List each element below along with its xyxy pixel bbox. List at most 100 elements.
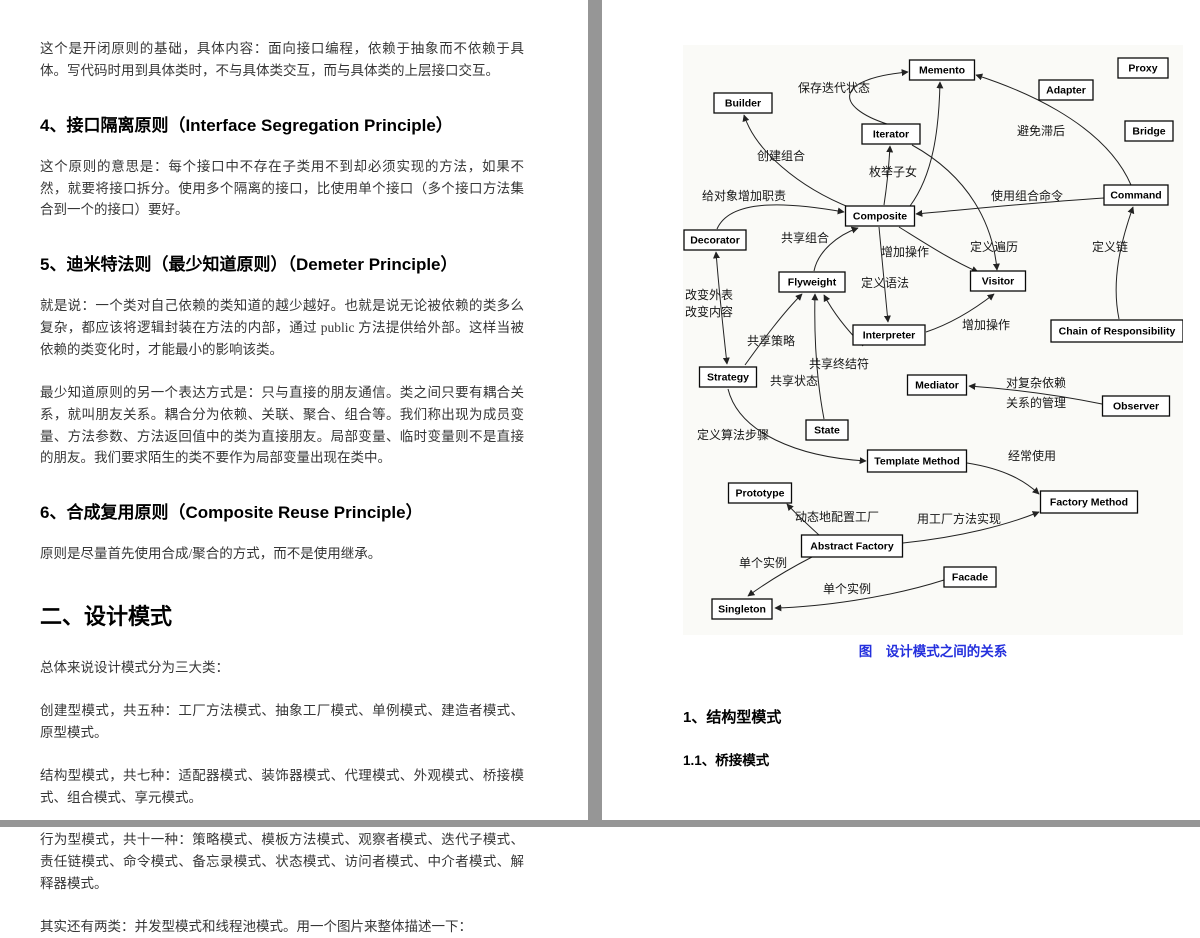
- svg-text:Factory Method: Factory Method: [1050, 497, 1128, 509]
- pattern-node-state: State: [805, 419, 849, 441]
- pattern-node-strategy: Strategy: [698, 366, 758, 388]
- svg-text:Template Method: Template Method: [874, 456, 960, 468]
- svg-text:Decorator: Decorator: [690, 235, 740, 247]
- diagram-edge: [883, 145, 894, 206]
- intro-paragraph: 这个是开闭原则的基础，具体内容：面向接口编程，依赖于抽象而不依赖于具体。写代码时…: [40, 41, 524, 78]
- edge-label: 使用组合命令: [991, 188, 1063, 203]
- diagram-edge: [813, 226, 859, 272]
- edge-label: 改变外表: [685, 287, 733, 302]
- pattern-node-proxy: Proxy: [1117, 57, 1169, 79]
- svg-text:Command: Command: [1110, 190, 1161, 202]
- svg-text:Observer: Observer: [1113, 401, 1159, 413]
- edge-label: 关系的管理: [1006, 395, 1066, 410]
- edge-label: 增加操作: [962, 317, 1010, 332]
- pattern-node-facade: Facade: [943, 566, 997, 588]
- figure-caption: 图 设计模式之间的关系: [858, 644, 1008, 659]
- edge-label: 给对象增加职责: [702, 189, 786, 203]
- svg-text:Iterator: Iterator: [873, 129, 909, 141]
- svg-text:Facade: Facade: [952, 572, 988, 584]
- paragraph: 结构型模式，共七种：适配器模式、装饰器模式、代理模式、外观模式、桥接模式、组合模…: [40, 767, 524, 805]
- chapter-heading-design-patterns: 二、设计模式: [40, 604, 173, 630]
- pattern-node-memento: Memento: [908, 59, 976, 81]
- diagram-edge: [811, 293, 825, 420]
- svg-text:Abstract Factory: Abstract Factory: [810, 541, 894, 553]
- svg-text:Strategy: Strategy: [707, 372, 749, 384]
- edge-label: 经常使用: [1008, 448, 1056, 463]
- diagram-edge: [742, 114, 852, 209]
- edge-label: 共享策略: [747, 333, 795, 348]
- paragraph: 原则是尽量首先使用合成/聚合的方式，而不是使用继承。: [40, 546, 382, 562]
- diagram-edge: [744, 293, 803, 366]
- svg-text:Proxy: Proxy: [1128, 63, 1157, 75]
- diagram-edge: [968, 382, 1103, 405]
- edge-label: 单个实例: [823, 581, 871, 596]
- diagram-edge: [925, 293, 995, 333]
- svg-text:Chain of Responsibility: Chain of Responsibility: [1059, 326, 1176, 338]
- svg-text:Singleton: Singleton: [718, 604, 766, 616]
- pattern-node-visitor: Visitor: [969, 270, 1027, 292]
- edge-label: 创建组合: [757, 148, 805, 163]
- diagram-edge-labels: 保存迭代状态避免滞后创建组合枚举子女给对象增加职责使用组合命令共享组合增加操作定…: [685, 81, 1128, 596]
- pattern-node-command: Command: [1103, 184, 1169, 206]
- edge-label: 用工厂方法实现: [917, 511, 1001, 526]
- diagram-edge: [727, 388, 867, 465]
- heading-bridge-pattern: 1.1、桥接模式: [683, 753, 770, 768]
- pattern-node-flyweight: Flyweight: [778, 271, 846, 293]
- pattern-node-mediator: Mediator: [906, 374, 968, 396]
- paragraph: 就是说：一个类对自己依赖的类知道的越少越好。也就是说无论被依赖的类多么复杂，都应…: [40, 298, 524, 358]
- diagram-edge: [878, 226, 891, 323]
- svg-text:Bridge: Bridge: [1132, 126, 1165, 138]
- edge-label: 枚举子女: [869, 164, 917, 179]
- edge-label: 共享状态: [770, 373, 818, 388]
- diagram-edge: [915, 197, 1105, 217]
- edge-label: 定义遍历: [970, 239, 1018, 254]
- page-divider: [588, 0, 602, 827]
- edge-label: 定义语法: [861, 275, 909, 290]
- edge-label: 改变内容: [685, 304, 733, 319]
- svg-text:Composite: Composite: [853, 211, 907, 223]
- edge-label: 动态地配置工厂: [795, 510, 879, 524]
- diagram-edge: [966, 462, 1040, 495]
- svg-text:Memento: Memento: [919, 65, 965, 77]
- paragraph: 行为型模式，共十一种：策略模式、模板方法模式、观察者模式、迭代子模式、责任链模式…: [40, 832, 524, 892]
- diagram-edge: [975, 73, 1132, 186]
- edge-label: 共享终结符: [809, 356, 869, 371]
- heading-composite-reuse: 6、合成复用原则（Composite Reuse Principle）: [40, 503, 423, 523]
- diagram-edge: [713, 251, 730, 365]
- diagram-edge: [774, 579, 945, 612]
- paragraph: 最少知道原则的另一个表达方式是：只与直接的朋友通信。类之间只要有耦合关系，就叫朋…: [40, 384, 524, 466]
- paragraph: 其实还有两类：并发型模式和线程池模式。用一个图片来整体描述一下：: [40, 919, 472, 935]
- page-left: 这个是开闭原则的基础，具体内容：面向接口编程，依赖于抽象而不依赖于具体。写代码时…: [0, 0, 588, 934]
- pattern-node-prototype: Prototype: [727, 482, 793, 504]
- heading-demeter-principle: 5、迪米特法则（最少知道原则）（Demeter Principle）: [40, 255, 458, 275]
- svg-text:Prototype: Prototype: [735, 488, 784, 500]
- edge-label: 定义链: [1092, 239, 1128, 254]
- svg-text:Interpreter: Interpreter: [863, 330, 916, 342]
- paragraph: 总体来说设计模式分为三大类：: [40, 660, 229, 676]
- svg-text:Flyweight: Flyweight: [788, 277, 837, 289]
- pattern-node-singleton: Singleton: [711, 598, 773, 620]
- pattern-node-iterator: Iterator: [861, 123, 921, 145]
- diagram-edge: [747, 556, 813, 597]
- pattern-node-composite: Composite: [844, 205, 916, 227]
- pattern-node-builder: Builder: [713, 92, 773, 114]
- diagram-edge: [909, 81, 944, 207]
- paragraph: 创建型模式，共五种：工厂方法模式、抽象工厂模式、单例模式、建造者模式、原型模式。: [40, 703, 524, 740]
- edge-label: 共享组合: [781, 230, 829, 245]
- edge-label: 对复杂依赖: [1006, 375, 1066, 390]
- svg-text:Adapter: Adapter: [1046, 85, 1086, 97]
- diagram-edge: [911, 144, 1000, 271]
- edge-label: 单个实例: [739, 555, 787, 570]
- pattern-node-factory-method: Factory Method: [1039, 490, 1139, 514]
- svg-text:Builder: Builder: [725, 98, 761, 110]
- heading-interface-segregation: 4、接口隔离原则（Interface Segregation Principle…: [40, 115, 453, 135]
- diagram-edge: [902, 511, 1040, 544]
- pattern-node-chain-of-responsibility: Chain of Responsibility: [1050, 319, 1183, 343]
- pattern-node-abstract-factory: Abstract Factory: [800, 534, 904, 558]
- paragraph: 这个原则的意思是：每个接口中不存在子类用不到却必须实现的方法，如果不然，就要将接…: [40, 158, 524, 218]
- diagram-edges: [713, 69, 1135, 612]
- edge-label: 定义算法步骤: [697, 427, 769, 442]
- heading-structural-patterns: 1、结构型模式: [683, 709, 782, 726]
